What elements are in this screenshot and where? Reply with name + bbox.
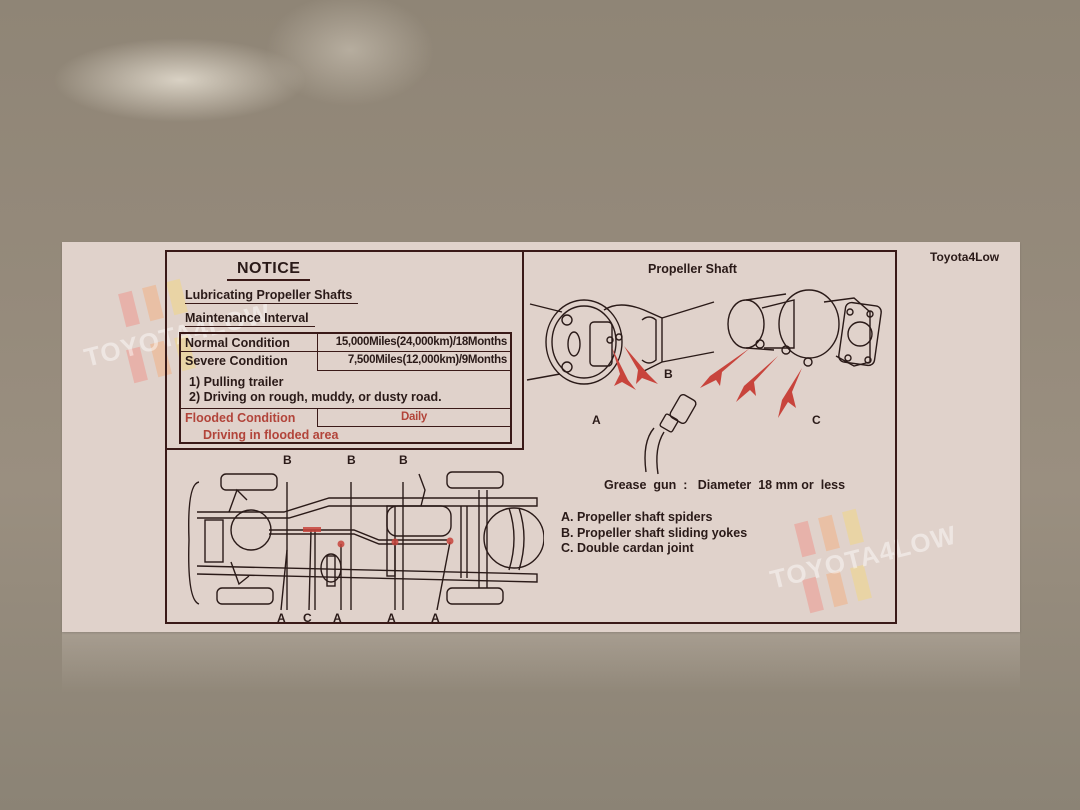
chassis-label-b: B: [399, 453, 408, 467]
chassis-label-a: A: [277, 611, 286, 625]
interval-value: Daily: [317, 409, 510, 427]
chassis-label-a: A: [333, 611, 342, 625]
legend-item: A. Propeller shaft spiders: [561, 510, 713, 524]
label-a: A: [592, 413, 601, 427]
chassis-label-a: A: [431, 611, 440, 625]
propeller-shaft-illustration: A B C: [526, 289, 882, 475]
notice-box: NOTICE Lubricating Propeller Shafts Main…: [167, 252, 524, 450]
severe-notes: 1) Pulling trailer 2) Driving on rough, …: [181, 373, 510, 409]
condition-label: Flooded Condition: [185, 411, 296, 425]
chassis-label-c: C: [303, 611, 312, 625]
interval-table: Normal Condition 15,000Miles(24,000km)/1…: [179, 332, 512, 444]
table-row-severe: Severe Condition 7,500Miles(12,000km)/9M…: [181, 352, 510, 371]
legend-list: A. Propeller shaft spiders B. Propeller …: [561, 510, 747, 557]
maintenance-label-card: TOYOTA4LOW TOYOTA4LOW Toyota4Low NOTICE …: [62, 242, 1020, 632]
table-row-flooded: Flooded Condition Daily: [181, 409, 510, 427]
chassis-label-a: A: [387, 611, 396, 625]
chassis-label-b: B: [283, 453, 292, 467]
brand-label: Toyota4Low: [930, 250, 1000, 264]
notice-subtitle: Lubricating Propeller Shafts: [185, 288, 359, 304]
notice-title: NOTICE: [227, 260, 311, 281]
surface-reflection: [62, 632, 1020, 692]
maintenance-interval-heading: Maintenance Interval: [185, 311, 315, 327]
flooded-note: Driving in flooded area: [203, 428, 339, 442]
condition-label: Severe Condition: [185, 354, 288, 368]
interval-value: 15,000Miles(24,000km)/18Months: [317, 334, 510, 351]
label-c: C: [812, 413, 821, 427]
condition-label: Normal Condition: [185, 336, 290, 350]
interval-value: 7,500Miles(12,000km)/9Months: [317, 352, 510, 371]
propeller-shaft-title: Propeller Shaft: [648, 262, 737, 276]
severe-note: 1) Pulling trailer: [189, 375, 284, 389]
propeller-shaft-diagram: Propeller Shaft: [524, 252, 895, 555]
severe-note: 2) Driving on rough, muddy, or dusty roa…: [189, 390, 442, 404]
table-row-normal: Normal Condition 15,000Miles(24,000km)/1…: [181, 334, 510, 352]
legend-item: B. Propeller shaft sliding yokes: [561, 525, 748, 540]
label-b: B: [664, 367, 673, 381]
chassis-diagram: B B B A C A A A: [188, 453, 544, 625]
chassis-label-b: B: [347, 453, 356, 467]
legend-item: C. Double cardan joint: [561, 541, 694, 555]
grease-gun-spec: Grease gun : Diameter 18 mm or less: [604, 478, 846, 492]
label-frame: NOTICE Lubricating Propeller Shafts Main…: [165, 250, 897, 625]
